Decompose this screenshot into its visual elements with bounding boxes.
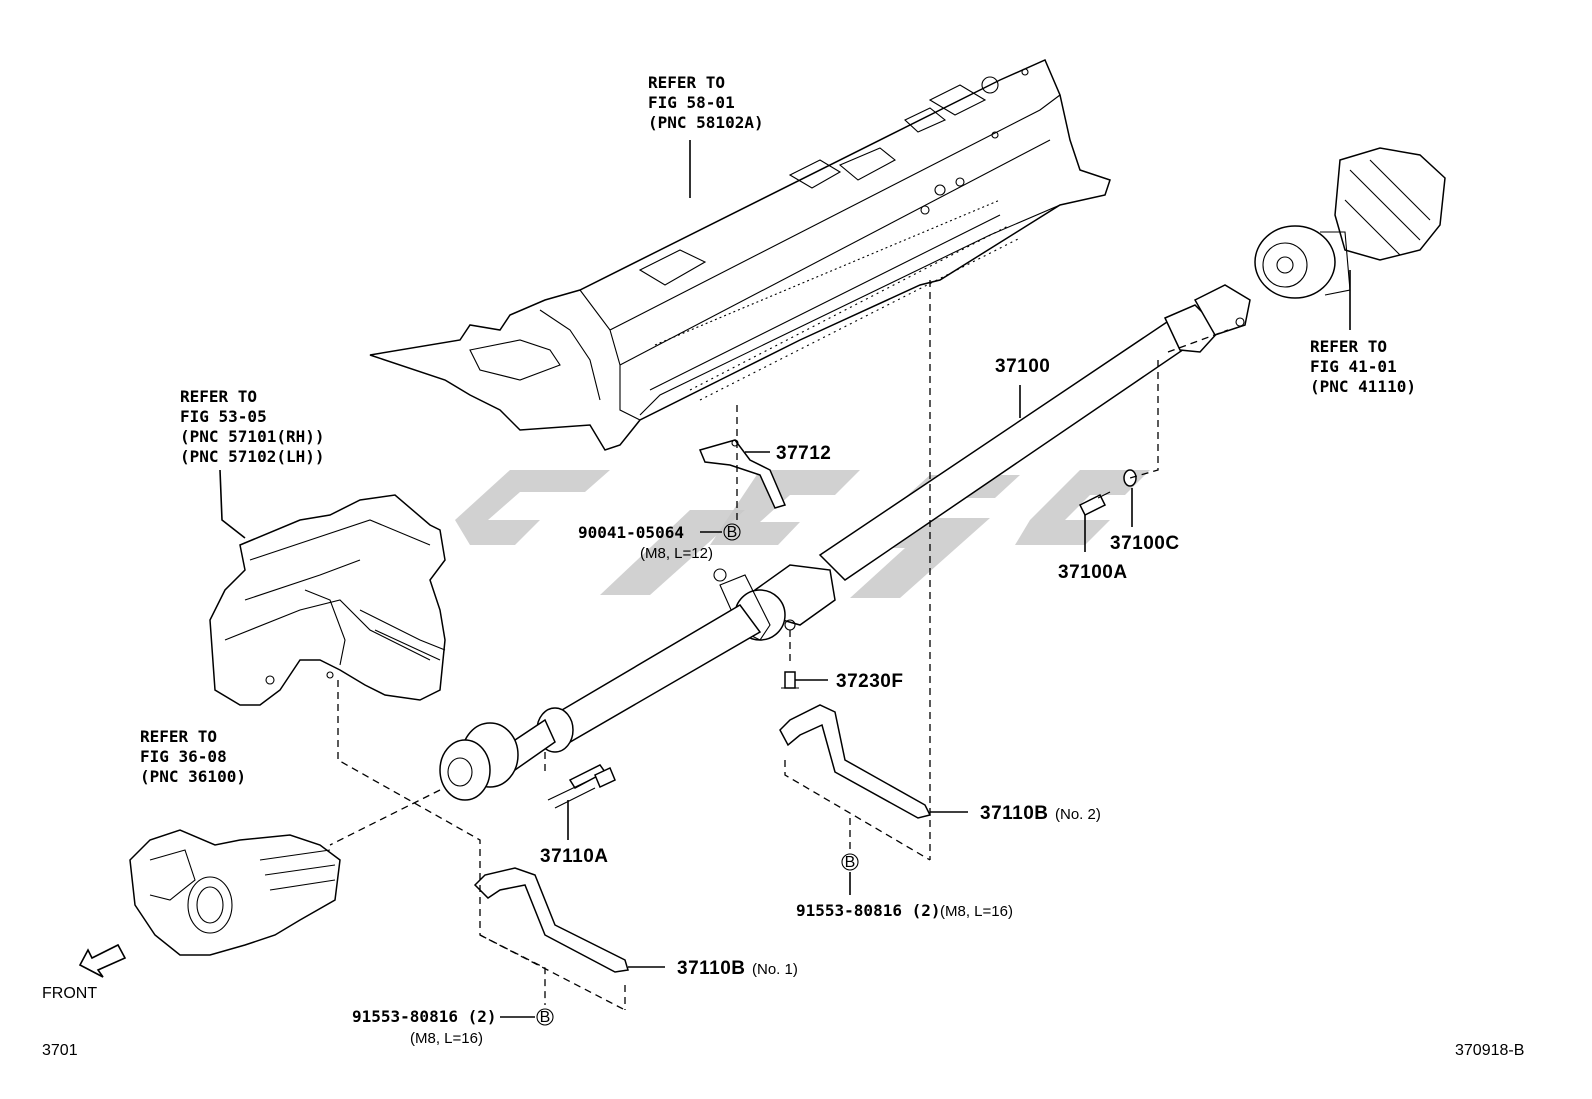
ref-diff-callout: REFER TO FIG 41-01 (PNC 41110)	[1310, 337, 1416, 396]
ref-floor-line-2: FIG 58-01	[648, 93, 735, 112]
label-37110b-no1: 37110B (No. 1)	[677, 958, 798, 979]
ref-floor-line-1: REFER TO	[648, 73, 725, 92]
label-37110b-no2: 37110B (No. 2)	[980, 803, 1101, 824]
marker-b-text: B	[845, 854, 856, 871]
spec-90041-05064: (M8, L=12)	[640, 545, 713, 562]
ref-transfer-callout: REFER TO FIG 36-08 (PNC 36100)	[140, 727, 246, 786]
ref-rail-line-2: FIG 53-05	[180, 407, 267, 426]
watermark-logo	[455, 470, 1150, 598]
label-37110a: 37110A	[540, 846, 609, 867]
marker-b-2: B	[841, 853, 859, 871]
ref-rail-line-4: (PNC 57102(LH))	[180, 447, 325, 466]
ref-diff-line-3: (PNC 41110)	[1310, 377, 1416, 396]
ref-floor-callout: REFER TO FIG 58-01 (PNC 58102A)	[648, 73, 764, 132]
transfer-case	[129, 829, 341, 956]
marker-b-3: B	[536, 1008, 554, 1026]
label-37110b-no1-pn: 37110B	[677, 958, 746, 979]
label-37110b-no2-note: (No. 2)	[1055, 806, 1101, 823]
bracket-37712	[698, 439, 787, 509]
label-37110b-no2-pn: 37110B	[980, 803, 1049, 824]
label-91553-right-spec: (M8, L=16)	[940, 903, 1013, 920]
bolt-37230f	[781, 671, 799, 689]
drawing-id: 370918-B	[1455, 1042, 1524, 1059]
washer-37100c	[1123, 469, 1137, 487]
floor-panel	[369, 59, 1111, 451]
ref-rail-line-3: (PNC 57101(RH))	[180, 427, 325, 446]
label-91553-left-pn: 91553-80816 (2)	[352, 1007, 497, 1026]
label-91553-right-pn: 91553-80816 (2)	[796, 901, 941, 920]
ref-floor-line-3: (PNC 58102A)	[648, 113, 764, 132]
label-37100a: 37100A	[1058, 562, 1128, 583]
ref-transfer-line-2: FIG 36-08	[140, 747, 227, 766]
label-37230f: 37230F	[836, 671, 903, 692]
figure-code: 3701	[42, 1042, 78, 1059]
marker-b-text: B	[540, 1009, 551, 1026]
bolt-37100a	[1078, 491, 1111, 517]
strap-37110b-no1	[473, 867, 629, 973]
ref-rail-callout: REFER TO FIG 53-05 (PNC 57101(RH)) (PNC …	[180, 387, 325, 466]
front-arrow: FRONT	[42, 943, 127, 1002]
marker-b-text: B	[727, 524, 738, 541]
label-91553-80816-left: 91553-80816 (2) (M8, L=16)	[352, 1007, 497, 1047]
front-label: FRONT	[42, 985, 97, 1002]
label-37100: 37100	[995, 356, 1050, 377]
ref-diff-line-2: FIG 41-01	[1310, 357, 1397, 376]
strap-37110b-no2	[779, 704, 932, 819]
label-90041-05064: 90041-05064	[578, 523, 684, 542]
dashed-connectors	[329, 280, 1229, 1011]
body-rail	[209, 494, 446, 706]
ref-transfer-line-1: REFER TO	[140, 727, 217, 746]
bolts-37110a	[547, 764, 616, 809]
ref-rail-line-1: REFER TO	[180, 387, 257, 406]
marker-b-1: B	[723, 523, 741, 541]
rear-differential	[1254, 147, 1446, 299]
label-37100c: 37100C	[1110, 533, 1180, 554]
leader-lines	[219, 140, 1351, 1018]
label-37110b-no1-note: (No. 1)	[752, 961, 798, 978]
label-91553-left-spec: (M8, L=16)	[410, 1030, 483, 1047]
label-37712: 37712	[776, 443, 831, 464]
label-91553-80816-right: 91553-80816 (2) (M8, L=16)	[796, 901, 1013, 920]
ref-transfer-line-3: (PNC 36100)	[140, 767, 246, 786]
propeller-shaft	[439, 284, 1251, 801]
ref-diff-line-1: REFER TO	[1310, 337, 1387, 356]
